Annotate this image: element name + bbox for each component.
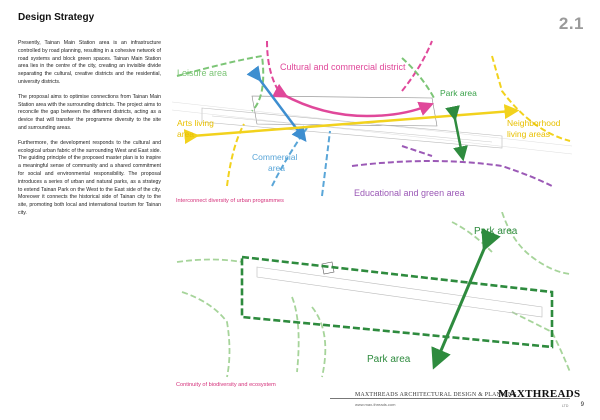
- site-boundary: [240, 255, 554, 349]
- label-neighborhood-1: Neighborhood: [507, 118, 561, 128]
- label-arts-living-1: Arts living: [177, 118, 214, 128]
- section-number: 2.1: [558, 14, 584, 33]
- body-paragraph: The proposal aims to optimise connection…: [18, 93, 161, 131]
- green-corridors: [176, 212, 571, 378]
- label-arts-living-2: area: [177, 129, 194, 139]
- logo-subtitle: LTD: [562, 404, 569, 408]
- educational-boundary: [351, 145, 553, 187]
- logo: MAXTHREADS: [498, 388, 581, 400]
- park-educational-arrow: [445, 105, 468, 162]
- rail-lines: [172, 101, 572, 155]
- footer-firm-name: MAXTHREADS ARCHITECTURAL DESIGN & PLANNI…: [355, 392, 517, 398]
- label-leisure-area: Leisure area: [177, 68, 227, 78]
- caption-urban-programmes: Interconnect diversity of urban programm…: [176, 198, 284, 204]
- label-neighborhood-2: living areas: [507, 129, 550, 139]
- diagram-urban-programmes: Leisure area Cultural and commercial dis…: [172, 40, 572, 198]
- caption-biodiversity: Continuity of biodiversity and ecosystem: [176, 382, 276, 388]
- park-boundary: [401, 57, 435, 99]
- park-connection-arrow: [431, 228, 501, 370]
- label-commercial-2: area: [268, 163, 285, 173]
- label-commercial-1: Commercial: [252, 152, 297, 162]
- page-title: Design Strategy: [18, 12, 95, 23]
- commercial-boundary: [271, 127, 331, 197]
- label-park-area-top: Park area: [474, 226, 518, 237]
- station-outline-2: [256, 261, 543, 318]
- label-park-area: Park area: [440, 88, 477, 98]
- footer-rule: [330, 398, 570, 399]
- body-paragraph: Presently, Tainan Main Station area is a…: [18, 40, 161, 85]
- label-cultural-commercial: Cultural and commercial district: [280, 62, 406, 72]
- body-text: Presently, Tainan Main Station area is a…: [18, 40, 161, 225]
- label-educational-green: Educational and green area: [354, 188, 465, 198]
- footer-url: www.max-threads.com: [355, 402, 396, 407]
- page-number: 9: [580, 402, 584, 408]
- neighborhood-boundary: [491, 55, 571, 142]
- diagram-biodiversity: Park area Park area: [176, 212, 571, 378]
- leisure-boundary: [176, 54, 265, 112]
- label-park-area-bottom: Park area: [367, 354, 411, 365]
- body-paragraph: Furthermore, the development responds to…: [18, 139, 161, 216]
